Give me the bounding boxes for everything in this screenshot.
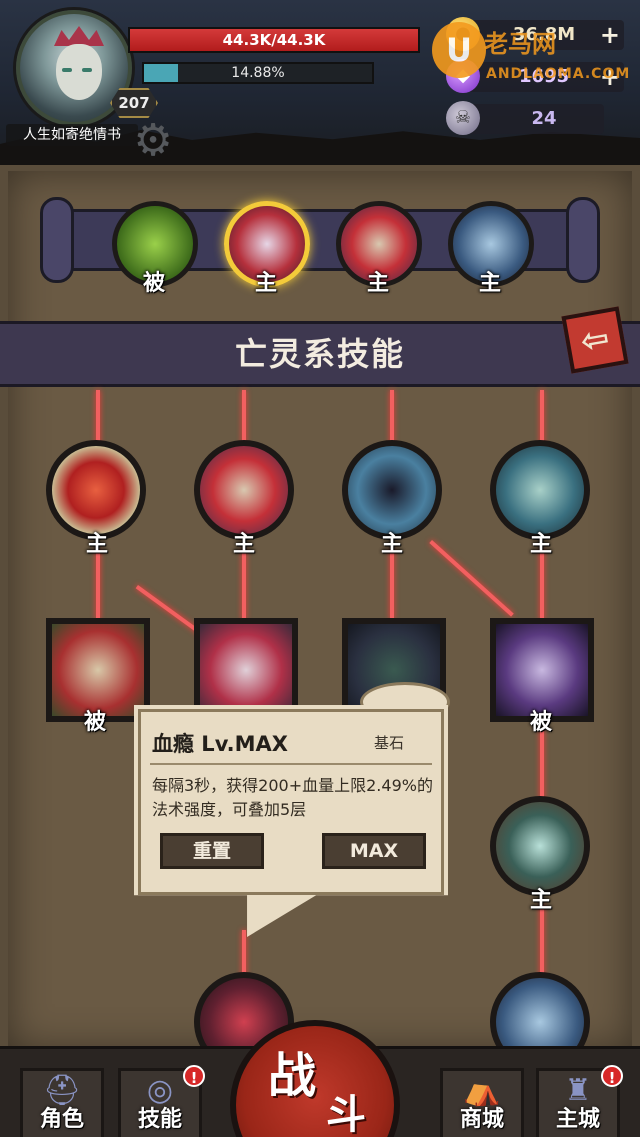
nav-city-label: 主城 — [555, 1107, 600, 1132]
nav-skills-label: 技能 — [137, 1107, 182, 1132]
equipped-skill-3-tag: 主 — [367, 271, 390, 296]
back-arrow-icon: ⇦ — [577, 317, 613, 363]
add-gem-button[interactable]: + — [599, 63, 620, 91]
scroll-cap-left — [40, 197, 74, 283]
soul-value: 24 — [531, 108, 557, 129]
gem-value: 1695 — [518, 66, 570, 87]
tree-link — [540, 550, 544, 620]
hp-bar: 44.3K/44.3K — [128, 27, 420, 53]
skill-node-tag: 主 — [381, 532, 404, 557]
tree-link — [540, 390, 544, 450]
skill-node-tag: 主 — [86, 532, 109, 557]
skill-node-tag: 主 — [530, 888, 553, 913]
hp-text: 44.3K/44.3K — [222, 31, 326, 49]
watermark-logo: U — [432, 22, 486, 78]
avatar-face — [56, 44, 102, 100]
max-level-button[interactable]: MAX — [322, 833, 426, 869]
xp-text: 14.88% — [231, 65, 285, 81]
battle-label-bottom: 斗 — [326, 1092, 366, 1137]
battle-label-top: 战 — [268, 1048, 317, 1104]
equipped-skill-1-tag: 被 — [143, 271, 166, 296]
back-button[interactable]: ⇦ — [561, 306, 629, 374]
skill-node-tag: 主 — [530, 532, 553, 557]
skill-node-purple-slash[interactable] — [490, 618, 594, 722]
skill-node-tag: 被 — [530, 710, 553, 735]
tooltip-skill-title: 血瘾 Lv.MAX — [152, 732, 288, 756]
tree-link — [242, 390, 246, 450]
equipped-skill-4-tag: 主 — [479, 271, 502, 296]
nav-skills[interactable]: ◎ 技能 ! — [118, 1065, 205, 1137]
tree-link — [390, 390, 394, 450]
castle-icon: ♜ — [564, 1073, 592, 1108]
tree-link — [540, 905, 544, 985]
helmet-icon: ⛑ — [42, 1073, 82, 1108]
xp-bar: 14.88% — [142, 62, 374, 84]
nav-shop[interactable]: ⛺ 商城 — [440, 1068, 524, 1137]
nav-city[interactable]: ♜ 主城 ! — [536, 1065, 623, 1137]
tooltip-description: 每隔3秒，获得200+血量上限2.49%的法术强度，可叠加5层 — [152, 776, 433, 819]
player-name: 人生如寄绝情书 — [6, 124, 138, 146]
skill-node-bloody-skull[interactable] — [46, 618, 150, 722]
watermark-cn: 老马网 — [484, 30, 556, 58]
equipped-skill-3[interactable] — [336, 201, 422, 287]
equipped-skill-2[interactable] — [224, 201, 310, 287]
scroll-cap-right — [566, 197, 600, 283]
skill-board-parchment — [8, 171, 632, 1051]
tooltip-keystone-badge: 基石 — [374, 734, 405, 752]
nav-shop-label: 商城 — [459, 1107, 504, 1132]
site-watermark: U 老马网 ANDLAOMA.COM — [432, 18, 629, 88]
xp-bar-fill — [144, 64, 178, 82]
school-title-bar: 亡灵系技能 — [0, 321, 640, 387]
city-alert-badge: ! — [601, 1065, 623, 1087]
watermark-en: ANDLAOMA.COM — [486, 66, 631, 82]
nav-character[interactable]: ⛑ 角色 — [20, 1068, 104, 1137]
add-gold-button[interactable]: + — [599, 21, 620, 49]
skill-node-screaming-skull[interactable] — [194, 440, 294, 540]
swirl-icon: ◎ — [146, 1073, 174, 1108]
settings-gear-icon[interactable]: ⚙ — [133, 115, 173, 166]
player-level-badge: 207 — [110, 88, 158, 118]
equipped-skill-2-tag: 主 — [255, 271, 278, 296]
tree-link — [96, 550, 100, 620]
avatar-crown — [54, 26, 104, 46]
tooltip-divider — [150, 763, 432, 765]
nav-character-label: 角色 — [39, 1107, 84, 1132]
skills-alert-badge: ! — [183, 1065, 205, 1087]
skill-node-shadow-spike[interactable] — [342, 440, 442, 540]
top-hud: 207 人生如寄绝情书 ⚙ 44.3K/44.3K 14.88% ● 36.8M… — [0, 0, 640, 168]
tree-link — [390, 550, 394, 620]
soul-counter: ☠ 24 — [446, 101, 604, 135]
tent-icon: ⛺ — [463, 1073, 501, 1108]
ram-skull-icon: ☠ — [446, 101, 480, 135]
equipped-skill-1[interactable] — [112, 201, 198, 287]
tree-link — [540, 730, 544, 800]
tree-link — [96, 390, 100, 450]
tree-link — [242, 930, 246, 980]
hp-bar-fill — [130, 29, 418, 51]
player-avatar[interactable] — [16, 10, 132, 126]
reset-button[interactable]: 重置 — [160, 833, 264, 869]
skill-node-spirit-swirl[interactable] — [490, 796, 590, 896]
panel-title: 亡灵系技能 — [234, 335, 405, 373]
avatar-eye-left — [62, 68, 72, 72]
skill-node-tag: 主 — [233, 532, 256, 557]
skill-node-reaper-scythe[interactable] — [490, 440, 590, 540]
gold-value: 36.8M — [512, 24, 576, 45]
skill-node-tag: 被 — [84, 710, 107, 735]
skill-node-blood-flame[interactable] — [46, 440, 146, 540]
avatar-eye-right — [82, 68, 92, 72]
equipped-skill-4[interactable] — [448, 201, 534, 287]
tree-link — [242, 550, 246, 620]
